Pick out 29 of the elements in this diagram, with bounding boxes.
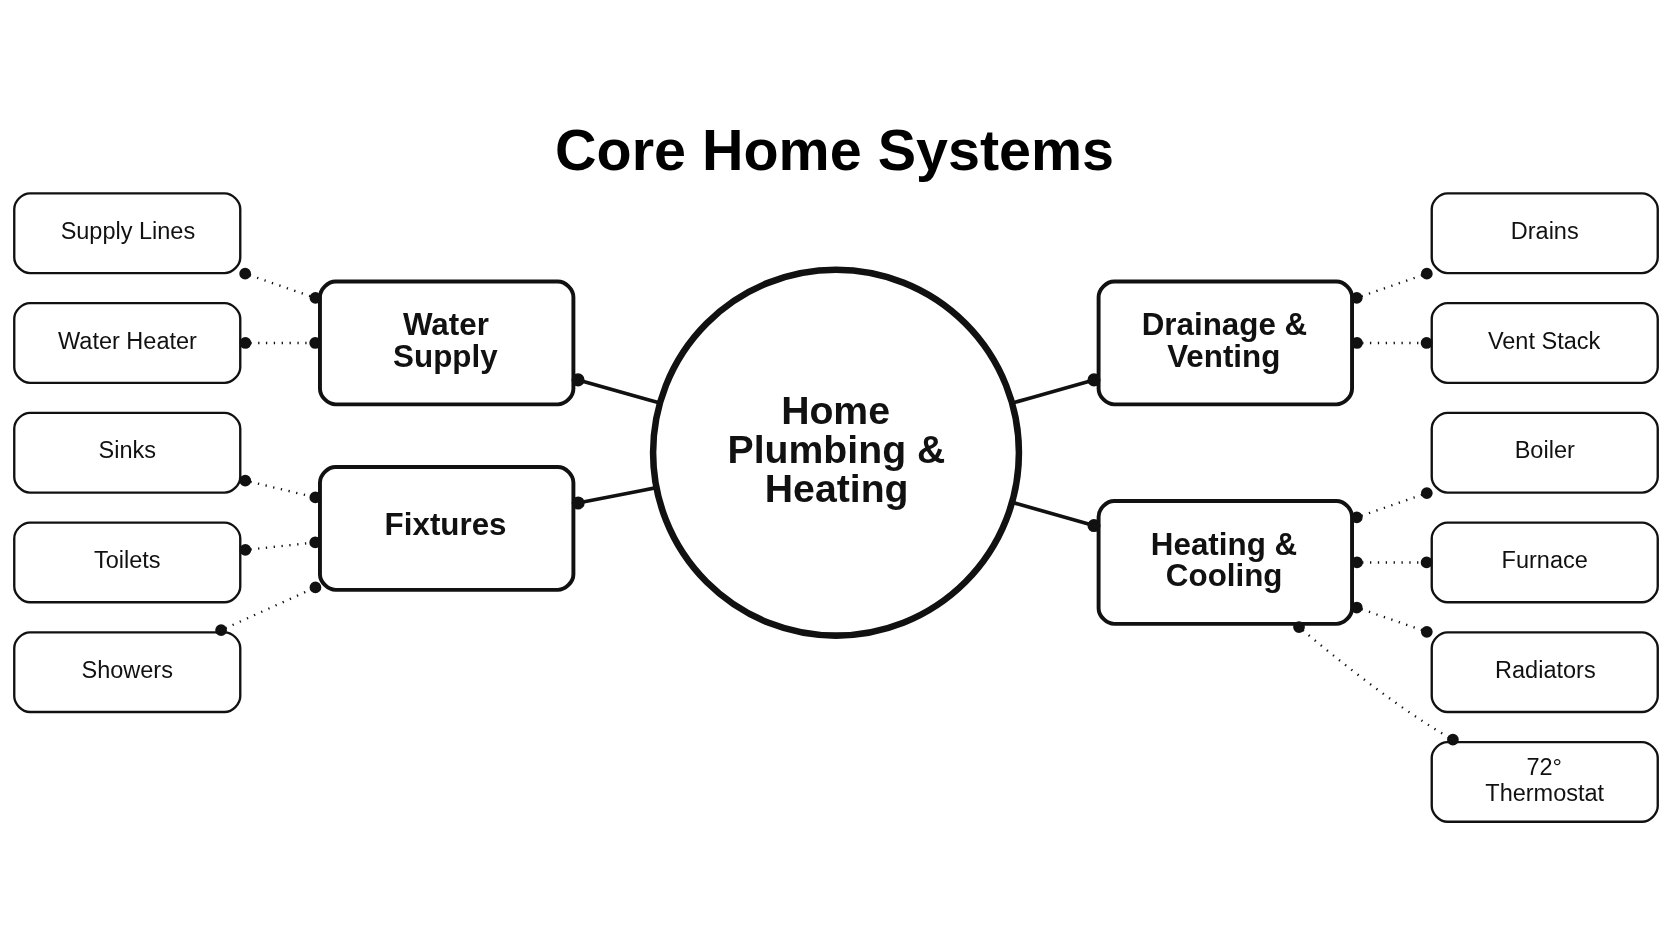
connector	[1293, 620, 1459, 745]
connector	[571, 372, 661, 405]
connector	[1351, 336, 1433, 349]
node-box: Supply Lines	[13, 191, 242, 274]
node-circle: Home Plumbing & Heating	[649, 266, 1023, 639]
diagram-title: Core Home Systems	[555, 117, 1115, 182]
node-box: Fixtures	[318, 464, 576, 592]
node-box: Drains	[1430, 191, 1659, 274]
connector	[571, 485, 657, 509]
node-box: Boiler	[1430, 411, 1659, 494]
connector	[1350, 267, 1433, 304]
connector	[1350, 486, 1433, 523]
connector	[1350, 601, 1433, 638]
node-box: Drainage & Venting	[1096, 279, 1354, 406]
node-box: Showers	[13, 630, 242, 713]
connector	[239, 267, 322, 304]
node-box: Water Supply	[318, 279, 576, 406]
node-box: Toilets	[13, 520, 242, 603]
connector	[1351, 556, 1433, 568]
node-box: Radiators	[1430, 630, 1659, 713]
connector	[1012, 372, 1101, 405]
node-box: 72° Thermostat	[1430, 740, 1659, 823]
node-box: Heating & Cooling	[1096, 498, 1354, 626]
node-box: Sinks	[13, 411, 242, 494]
node-box: Furnace	[1430, 520, 1659, 603]
node-box: Water Heater	[13, 301, 242, 384]
node-box: Vent Stack	[1430, 301, 1659, 384]
connector	[1012, 500, 1101, 532]
connector	[215, 581, 322, 636]
